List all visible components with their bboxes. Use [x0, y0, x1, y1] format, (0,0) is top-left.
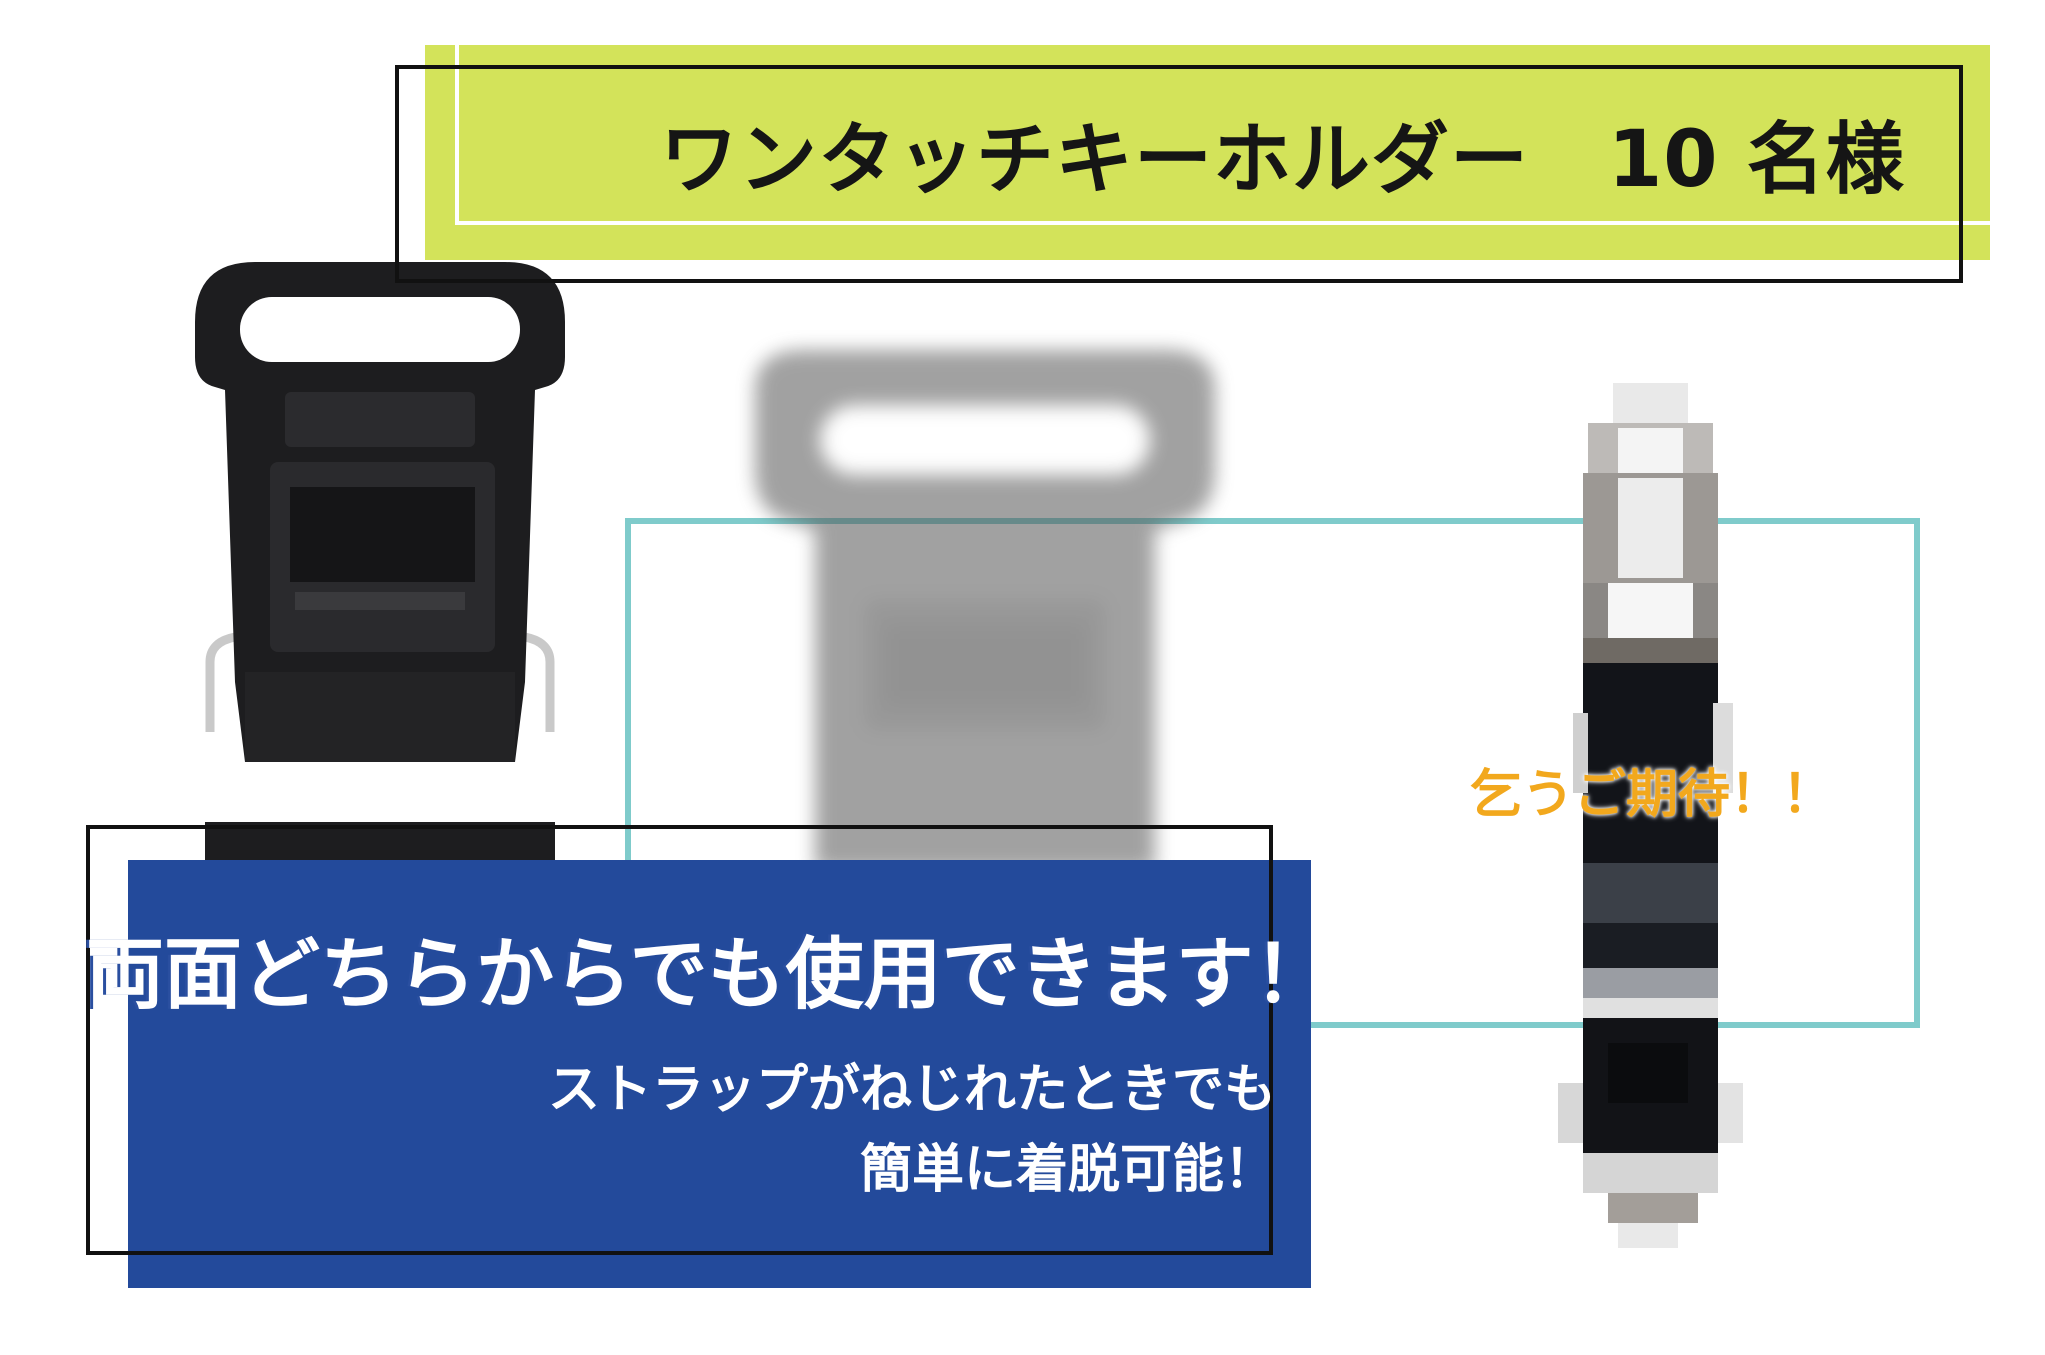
- mystery-product-pixelated: [1553, 383, 1748, 1253]
- title-banner-accent-line: [455, 45, 1990, 225]
- feature-box-frame: [86, 825, 1273, 1255]
- feature-box: [128, 860, 1311, 1288]
- feature-headline: 両面どちらからでも使用できます！: [86, 930, 1332, 1020]
- page-title: ワンタッチキーホルダー 10 名様: [660, 115, 1905, 205]
- feature-description-line-2: 簡単に着脱可能！: [859, 1140, 1276, 1200]
- title-banner-frame: [395, 65, 1963, 283]
- keyholder-product-image: [195, 262, 565, 862]
- feature-description-line-1: ストラップがねじれたときでも: [547, 1060, 1276, 1120]
- keyholder-blurred-image: [755, 350, 1215, 870]
- coming-soon-text: 乞うご期待！！: [1470, 765, 1835, 825]
